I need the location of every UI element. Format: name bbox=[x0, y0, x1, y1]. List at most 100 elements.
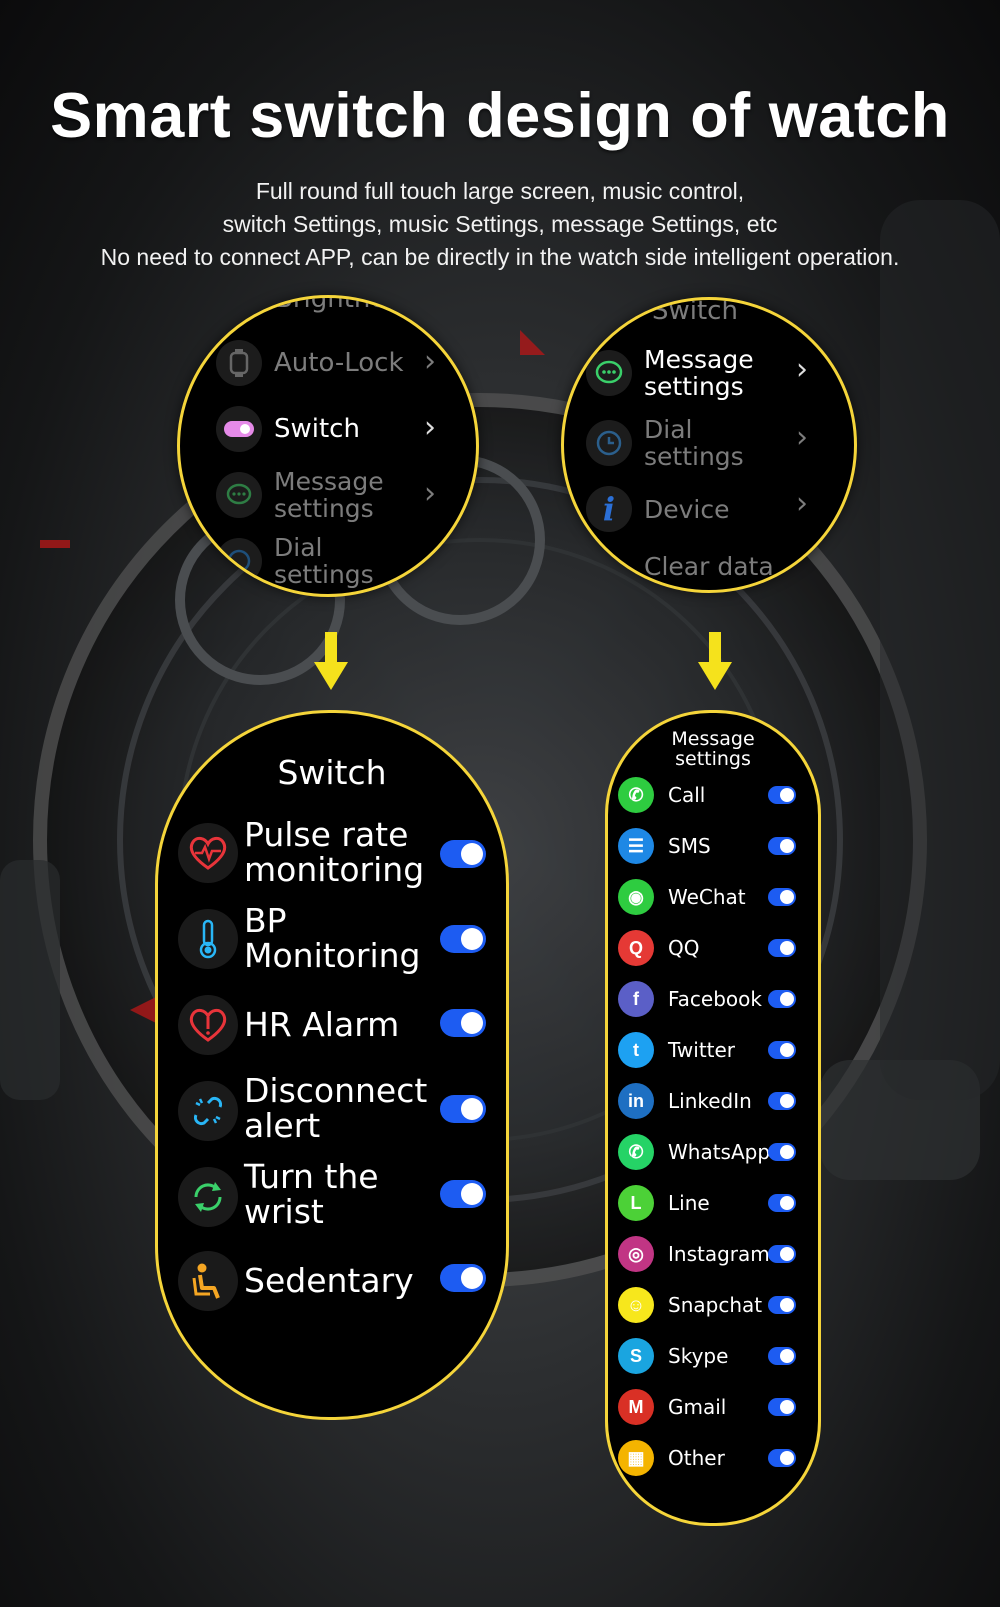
icon-glyph: ◉ bbox=[628, 886, 644, 907]
message-app-label: SMS bbox=[668, 834, 711, 858]
menu-item-auto-lock[interactable]: Auto-Lock bbox=[216, 340, 404, 386]
message-app-row[interactable]: S Skype bbox=[618, 1336, 796, 1376]
rotate-icon bbox=[178, 1167, 238, 1227]
menu-label: Switch bbox=[274, 414, 360, 444]
message-app-label: Skype bbox=[668, 1344, 729, 1368]
message-app-row[interactable]: ◉WeChat bbox=[618, 877, 796, 917]
message-app-label: Other bbox=[668, 1446, 725, 1470]
menu-item-dial-settings[interactable]: Dial settings bbox=[586, 416, 784, 470]
skype-icon: S bbox=[618, 1338, 654, 1374]
icon-glyph: ☰ bbox=[627, 835, 645, 856]
icon-glyph: ✆ bbox=[628, 1141, 644, 1162]
pulse-rate-toggle[interactable] bbox=[440, 840, 486, 868]
menu-item-message-settings[interactable]: Message settings bbox=[586, 346, 784, 400]
icon-glyph: f bbox=[633, 988, 639, 1009]
message-title-line-2: settings bbox=[675, 748, 751, 770]
subtitle-line-3: No need to connect APP, can be directly … bbox=[100, 244, 900, 270]
message-app-toggle[interactable] bbox=[768, 888, 796, 906]
switch-label: BP Monitoring bbox=[244, 901, 421, 975]
message-app-row[interactable]: ▦ Other bbox=[618, 1438, 796, 1478]
menu-item-device[interactable]: i Device bbox=[586, 486, 730, 532]
right-menu-watch-face: Switch Message settings › Dial settings … bbox=[561, 297, 857, 593]
message-title-line-1: Message bbox=[671, 728, 755, 750]
message-app-toggle[interactable] bbox=[768, 1143, 796, 1161]
message-app-label: Twitter bbox=[668, 1038, 736, 1062]
linkedin-icon: in bbox=[618, 1083, 654, 1119]
wechat-icon: ◉ bbox=[618, 879, 654, 915]
switch-label: Disconnect alert bbox=[244, 1071, 428, 1145]
icon-glyph: t bbox=[633, 1039, 639, 1060]
message-app-toggle[interactable] bbox=[768, 1347, 796, 1365]
hr-alarm-toggle[interactable] bbox=[440, 1009, 486, 1037]
message-app-row[interactable]: ☺Snapchat bbox=[618, 1285, 796, 1325]
line-icon: L bbox=[618, 1185, 654, 1221]
chat-bubble-icon bbox=[586, 350, 632, 396]
message-app-toggle[interactable] bbox=[768, 1092, 796, 1110]
menu-item-dial-settings[interactable]: Dial settings bbox=[216, 534, 394, 588]
message-app-toggle[interactable] bbox=[768, 1245, 796, 1263]
sedentary-toggle[interactable] bbox=[440, 1264, 486, 1292]
message-app-toggle[interactable] bbox=[768, 1296, 796, 1314]
sms-icon: ☰ bbox=[618, 828, 654, 864]
icon-glyph: L bbox=[630, 1192, 642, 1213]
chevron-right-icon: › bbox=[796, 352, 808, 387]
message-app-row[interactable]: ✆Call bbox=[618, 775, 796, 815]
message-app-row[interactable]: ✆WhatsApp bbox=[618, 1132, 796, 1172]
facebook-icon: f bbox=[618, 981, 654, 1017]
switch-label: Pulse rate monitoring bbox=[244, 815, 425, 889]
message-app-toggle[interactable] bbox=[768, 837, 796, 855]
gmail-icon: M bbox=[618, 1389, 654, 1425]
message-app-toggle[interactable] bbox=[768, 1041, 796, 1059]
message-app-toggle[interactable] bbox=[768, 939, 796, 957]
menu-label: Clear data bbox=[644, 552, 774, 581]
left-menu-watch-face: Brightness Auto-Lock › Switch › Message … bbox=[177, 295, 479, 597]
other-icon: ▦ bbox=[618, 1440, 654, 1476]
headline: Smart switch design of watch bbox=[50, 81, 950, 151]
switch-label: Sedentary bbox=[244, 1261, 414, 1300]
message-app-toggle[interactable] bbox=[768, 1449, 796, 1467]
twitter-icon: t bbox=[618, 1032, 654, 1068]
switch-label: HR Alarm bbox=[244, 1005, 400, 1044]
menu-item-switch[interactable]: Switch bbox=[216, 406, 360, 452]
info-icon: i bbox=[586, 486, 632, 532]
clock-icon bbox=[586, 420, 632, 466]
chevron-right-icon: › bbox=[424, 476, 436, 511]
instagram-icon: ◎ bbox=[618, 1236, 654, 1272]
message-app-row[interactable]: ◎ Instagram bbox=[618, 1234, 796, 1274]
message-app-row[interactable]: t Twitter bbox=[618, 1030, 796, 1070]
heart-pulse-icon bbox=[178, 823, 238, 883]
message-app-toggle[interactable] bbox=[768, 786, 796, 804]
menu-item-brightness-partial: Brightness bbox=[275, 295, 414, 314]
menu-label: Message settings bbox=[274, 467, 384, 523]
chevron-right-icon: › bbox=[424, 410, 436, 445]
icon-glyph: ✆ bbox=[628, 784, 644, 805]
message-app-toggle[interactable] bbox=[768, 1398, 796, 1416]
switch-screen-title: Switch bbox=[277, 753, 387, 792]
chevron-right-icon: › bbox=[424, 344, 436, 379]
message-app-label: Snapchat bbox=[668, 1293, 763, 1317]
icon-glyph: Q bbox=[628, 937, 643, 958]
message-app-row[interactable]: ☰ SMS bbox=[618, 826, 796, 866]
bp-monitoring-toggle[interactable] bbox=[440, 925, 486, 953]
menu-item-clear-data[interactable]: Clear data bbox=[644, 552, 774, 581]
disconnect-alert-toggle[interactable] bbox=[440, 1095, 486, 1123]
menu-label: Device bbox=[644, 494, 730, 524]
call-icon: ✆ bbox=[618, 777, 654, 813]
message-app-toggle[interactable] bbox=[768, 990, 796, 1008]
arrow-down-icon bbox=[698, 632, 732, 690]
turn-wrist-toggle[interactable] bbox=[440, 1180, 486, 1208]
menu-label: Dial settings bbox=[644, 415, 744, 471]
icon-glyph: ◎ bbox=[628, 1243, 644, 1264]
thermometer-icon bbox=[178, 909, 238, 969]
message-app-toggle[interactable] bbox=[768, 1194, 796, 1212]
menu-item-message-settings[interactable]: Message settings bbox=[216, 468, 394, 522]
seated-person-icon bbox=[178, 1251, 238, 1311]
message-app-label: Instagram bbox=[668, 1242, 770, 1266]
